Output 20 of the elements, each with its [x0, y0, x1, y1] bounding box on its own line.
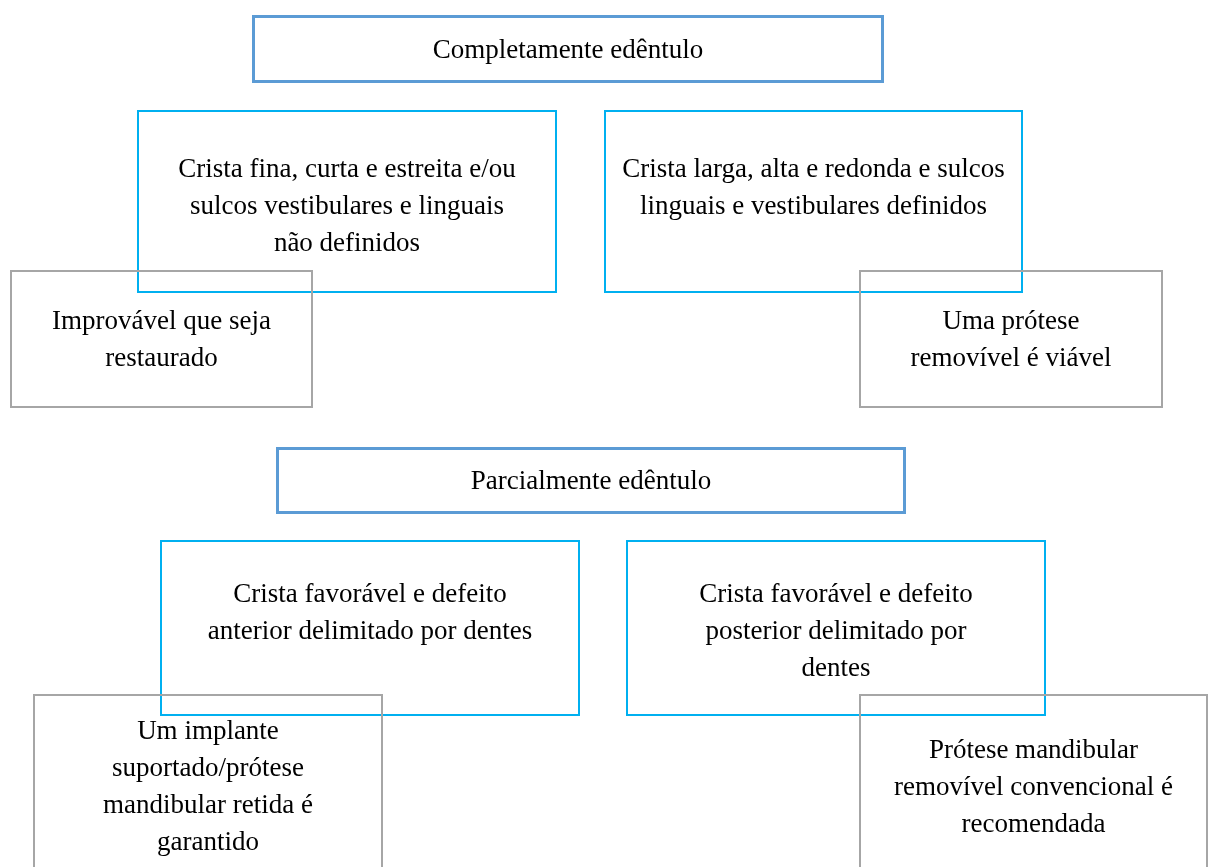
- criteria-box: [137, 110, 557, 293]
- outcome-box: [33, 694, 383, 867]
- box-text: Crista larga, alta e redonda e sulcos linguais e vestibulares definidos: [622, 152, 1005, 222]
- criteria-box: [160, 540, 580, 716]
- outcome-box: [859, 270, 1163, 408]
- box-text: Crista favorável e defeito posterior delimitado por dentes: [698, 577, 974, 684]
- box-text: Crista fina, curta e estreita e/ou sulcos vestibulares e linguais não definidos: [177, 152, 517, 259]
- box-text: Uma prótese removível é viável: [909, 304, 1113, 374]
- box-text: Completamente edêntulo: [432, 32, 704, 66]
- box-text: Um implante suportado/prótese mandibular retida é garantido: [102, 714, 314, 858]
- box-text: Crista favorável e defeito anterior delimitado por dentes: [206, 577, 534, 647]
- category-box: [252, 15, 884, 83]
- box-text: Prótese mandibular removível convencional é recomendada: [893, 733, 1174, 840]
- outcome-box: [10, 270, 313, 408]
- outcome-box: [859, 694, 1208, 867]
- box-text: Parcialmente edêntulo: [470, 464, 712, 497]
- category-box: [276, 447, 906, 514]
- criteria-box: [626, 540, 1046, 716]
- criteria-box: [604, 110, 1023, 293]
- box-text: Improvável que seja restaurado: [51, 304, 272, 374]
